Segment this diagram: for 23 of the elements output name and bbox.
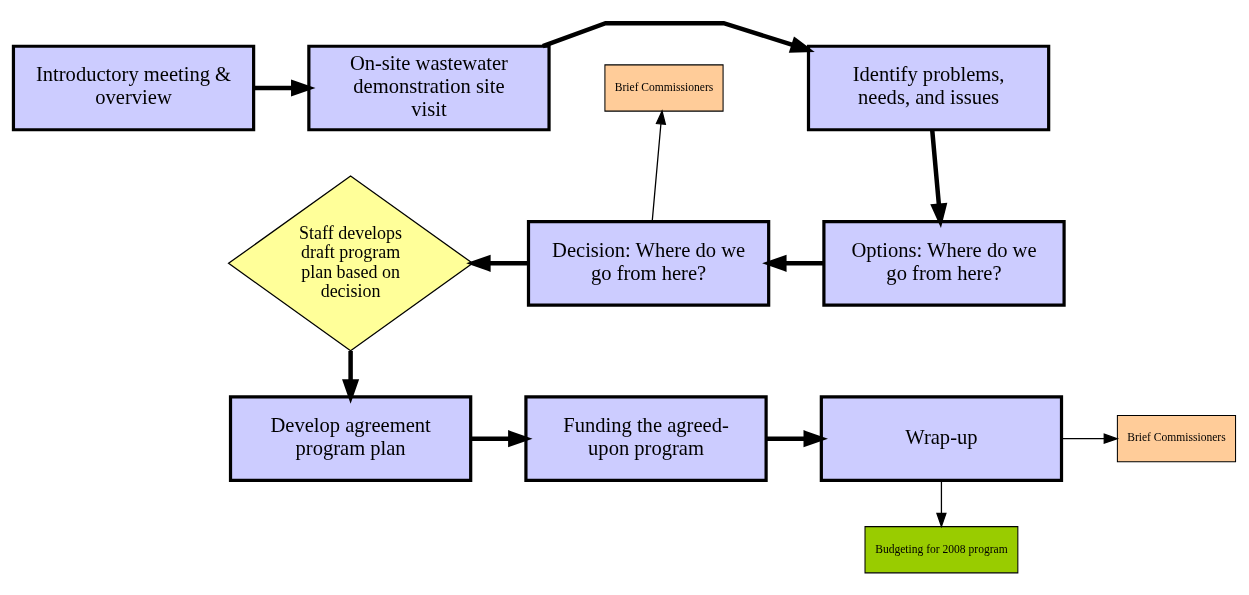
node-box: Options: Where do we go from here? bbox=[822, 219, 1066, 307]
node-box: Identify problems, needs, and issues bbox=[806, 44, 1051, 131]
node-box: Brief Commissioners bbox=[1116, 414, 1237, 462]
arrow bbox=[342, 350, 360, 404]
arrow bbox=[766, 429, 828, 447]
arrow bbox=[936, 479, 947, 528]
node-box: On-site wastewater demonstration site visit bbox=[307, 44, 551, 131]
arrow bbox=[466, 254, 529, 272]
node-box: Introductory meeting & overview bbox=[11, 44, 256, 131]
arrow bbox=[929, 129, 948, 228]
arrow bbox=[762, 254, 824, 272]
arrow bbox=[253, 78, 316, 97]
node-box: Decision: Where do we go from here? bbox=[526, 219, 771, 307]
arrow bbox=[470, 429, 533, 447]
node-box: Wrap-up bbox=[819, 394, 1064, 482]
arrow bbox=[651, 108, 667, 222]
node-box: Budgeting for 2008 program bbox=[864, 525, 1019, 573]
arrow bbox=[542, 20, 815, 53]
node-diamond: Staff develops draft program plan based on decision bbox=[227, 174, 474, 351]
node-box: Develop agreement program plan bbox=[228, 394, 473, 482]
arrow bbox=[1061, 432, 1120, 444]
node-box: Brief Commissioners bbox=[604, 63, 724, 112]
node-box: Funding the agreed-upon program bbox=[524, 394, 768, 482]
